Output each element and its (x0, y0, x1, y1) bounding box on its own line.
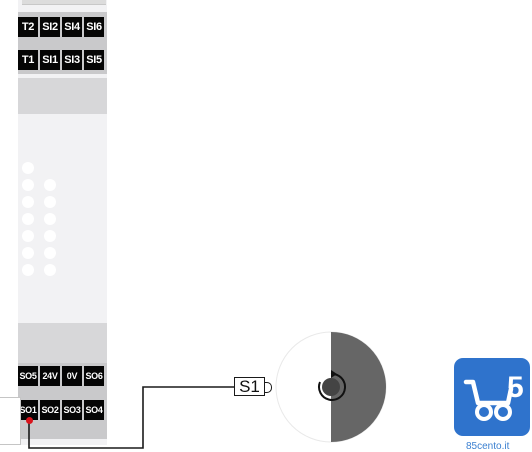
terminal-si5[interactable]: SI5 (84, 50, 104, 70)
status-led (44, 247, 56, 259)
terminal-si4[interactable]: SI4 (62, 17, 82, 37)
terminal-so5[interactable]: SO5 (18, 366, 38, 386)
status-led (22, 162, 34, 174)
bottom-grey-panel (18, 323, 107, 363)
selector-switch-dark-half (331, 332, 386, 442)
switch-label-tag[interactable]: S1 (234, 377, 265, 396)
wire (28, 386, 234, 449)
status-led (44, 230, 56, 242)
terminal-t1[interactable]: T1 (18, 50, 38, 70)
status-led (22, 230, 34, 242)
status-led (22, 179, 34, 191)
side-bracket (0, 397, 21, 445)
terminal-so6[interactable]: SO6 (84, 366, 104, 386)
switch-label-pointer (265, 382, 272, 393)
terminal-t2[interactable]: T2 (18, 17, 38, 37)
status-led (44, 196, 56, 208)
status-led (22, 264, 34, 276)
terminal-so3[interactable]: SO3 (62, 400, 82, 420)
logo-icon: 5 (454, 358, 530, 436)
terminal-si2[interactable]: SI2 (40, 17, 60, 37)
rotate-arrowhead-icon (331, 370, 337, 378)
top-grey-panel (18, 78, 107, 114)
logo-text[interactable]: 85cento.it (466, 441, 510, 452)
terminal-si6[interactable]: SI6 (84, 17, 104, 37)
connection-point (26, 417, 33, 424)
terminal-0v[interactable]: 0V (62, 366, 82, 386)
terminal-si3[interactable]: SI3 (62, 50, 82, 70)
rotate-arrow-icon (318, 372, 346, 401)
status-led (22, 247, 34, 259)
status-led (22, 213, 34, 225)
terminal-24v[interactable]: 24V (40, 366, 60, 386)
terminal-so2[interactable]: SO2 (40, 400, 60, 420)
terminal-so1[interactable]: SO1 (18, 400, 38, 420)
status-led (44, 264, 56, 276)
selector-knob[interactable] (322, 378, 340, 396)
module-top-edge (22, 0, 106, 5)
status-led (44, 213, 56, 225)
status-led (44, 179, 56, 191)
terminal-so4[interactable]: SO4 (84, 400, 104, 420)
status-led (22, 196, 34, 208)
logo-digit: 5 (507, 371, 524, 404)
terminal-si1[interactable]: SI1 (40, 50, 60, 70)
